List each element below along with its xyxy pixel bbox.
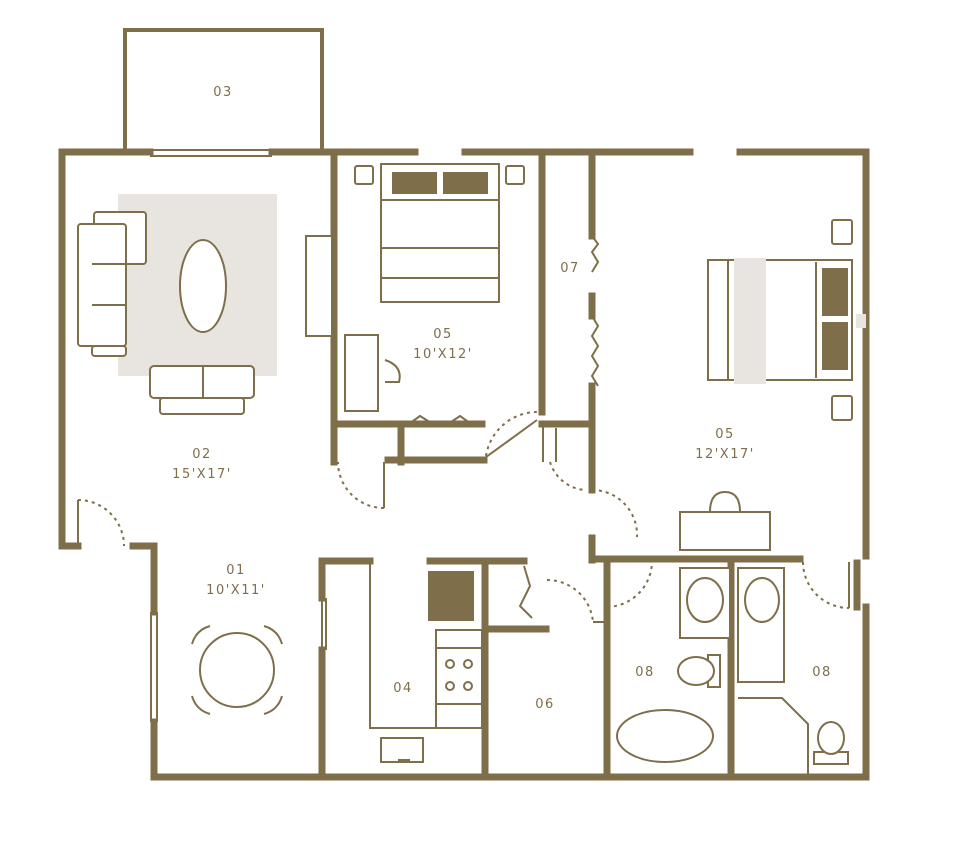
bath-left-fixtures [616, 567, 731, 763]
coffee-table [179, 239, 227, 333]
bed-runner [734, 258, 766, 384]
room-code-03: 03 [213, 85, 233, 100]
room-size-02: 15'X17' [172, 467, 232, 482]
balcony [123, 28, 324, 157]
room-code-08-right: 08 [812, 665, 832, 680]
room-size-05-small: 10'X12' [413, 347, 473, 362]
room-size-05-large: 12'X17' [695, 447, 755, 462]
bedroom-large-furniture [679, 219, 866, 551]
exterior-walls [58, 148, 870, 781]
room-code-02: 02 [192, 447, 212, 462]
room-code-06: 06 [535, 697, 555, 712]
room-code-05-large: 05 [715, 427, 735, 442]
room-code-04: 04 [393, 681, 413, 696]
room-code-08-left: 08 [635, 665, 655, 680]
room-code-07: 07 [560, 261, 580, 276]
bathtub [616, 709, 714, 763]
dining-furniture [191, 625, 283, 715]
tv-console [305, 235, 333, 337]
dresser [679, 511, 771, 551]
room-code-01: 01 [226, 563, 246, 578]
room-size-01: 10'X11' [206, 583, 266, 598]
desk [344, 334, 379, 412]
living-furniture [77, 194, 333, 415]
kitchen-sink [380, 737, 424, 763]
room-labels: 03 02 15'X17' 01 10'X11' 05 10'X12' 07 0… [172, 85, 832, 712]
dining-table [199, 632, 275, 708]
door-swings [77, 160, 850, 650]
bedroom-small-furniture [344, 163, 525, 412]
stove [435, 647, 483, 705]
kitchen-fixtures [369, 561, 483, 763]
bath-right-fixtures [737, 567, 849, 774]
interior-walls [318, 148, 804, 781]
room-code-05-small: 05 [433, 327, 453, 342]
